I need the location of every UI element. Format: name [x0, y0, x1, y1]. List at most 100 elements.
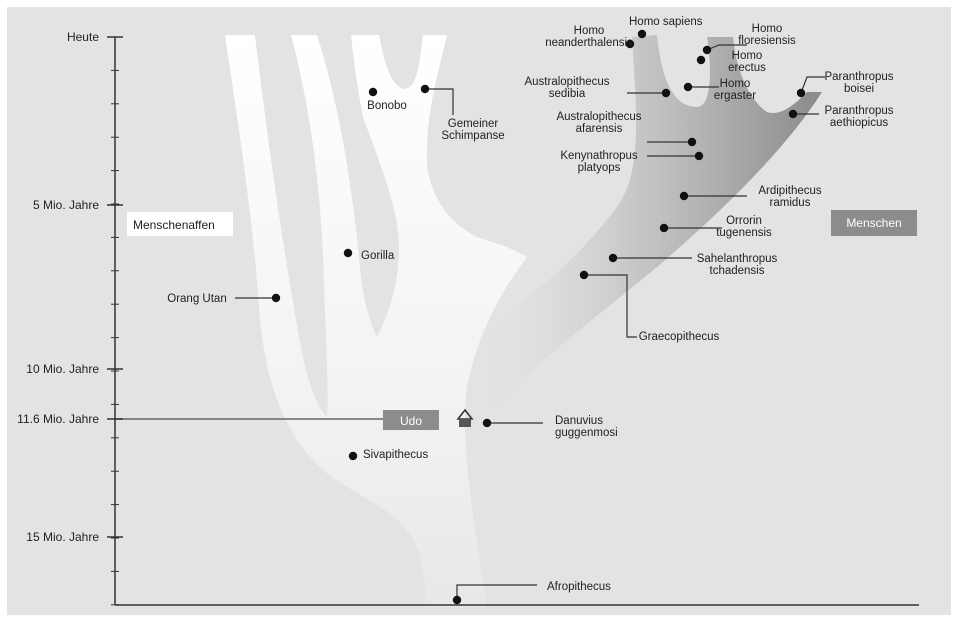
species-marker — [482, 418, 492, 428]
species-marker — [796, 88, 806, 98]
species-label: sedibia — [549, 88, 586, 100]
species-marker — [637, 29, 647, 39]
species-label: Ardipithecus — [758, 185, 822, 197]
species-bonobo: Bonobo — [367, 87, 407, 112]
species-label: ramidus — [770, 197, 811, 209]
leader-line — [584, 274, 637, 338]
species-marker — [348, 451, 358, 461]
leader-line — [456, 584, 537, 600]
species-label: boisei — [844, 83, 874, 95]
species-marker — [694, 151, 704, 161]
species-layer: Homo sapiensHomoneanderthalensisHomoflor… — [167, 16, 894, 605]
species-marker — [788, 109, 798, 119]
species-marker — [696, 55, 706, 65]
species-label: ergaster — [714, 90, 756, 102]
species-label: erectus — [728, 62, 766, 74]
species-label: Sivapithecus — [363, 449, 428, 461]
menschenaffen-label-bg — [127, 212, 233, 236]
species-marker — [679, 191, 689, 201]
human-lineage-branch — [475, 35, 822, 427]
species-marker — [452, 595, 462, 605]
species-marker — [608, 253, 618, 263]
menschen-label-box — [831, 210, 917, 236]
tick-label: 10 Mio. Jahre — [26, 362, 99, 376]
species-label: Australopithecus — [556, 111, 641, 123]
species-label: Kenynathropus — [560, 150, 638, 162]
species-label: tugenensis — [716, 227, 772, 239]
species-label: neanderthalensis — [545, 37, 633, 49]
species-label: Schimpanse — [441, 130, 504, 142]
udo-label: Udo — [400, 414, 422, 428]
species-marker — [343, 248, 353, 258]
species-label: platyops — [578, 162, 621, 174]
species-sivapithecus: Sivapithecus — [348, 449, 428, 461]
species-marker — [271, 293, 281, 303]
species-label: Homo — [732, 50, 763, 62]
species-afropithecus: Afropithecus — [452, 581, 611, 605]
species-homo-sapiens: Homo sapiens — [629, 16, 703, 39]
species-orang-utan: Orang Utan — [167, 293, 281, 305]
species-label: Gemeiner — [448, 118, 499, 130]
species-marker — [579, 270, 589, 280]
species-label: Homo — [574, 25, 605, 37]
home-icon — [456, 408, 474, 427]
species-marker — [420, 84, 430, 94]
species-label: Danuvius — [555, 415, 603, 427]
species-label: aethiopicus — [830, 117, 888, 129]
leader-line — [706, 44, 747, 51]
species-label: floresiensis — [738, 35, 796, 47]
species-marker — [702, 45, 712, 55]
species-marker — [687, 137, 697, 147]
species-label: Sahelanthropus — [697, 253, 778, 265]
menschenaffen-label: Menschenaffen — [133, 218, 215, 232]
tick-label: 15 Mio. Jahre — [26, 530, 99, 544]
species-label: tchadensis — [710, 265, 765, 277]
udo-label-box — [383, 410, 439, 430]
species-marker — [661, 88, 671, 98]
menschen-label: Menschen — [846, 216, 901, 230]
species-marker — [659, 223, 669, 233]
ape-lineage-branches — [225, 35, 527, 607]
minor-ticks — [111, 36, 119, 606]
major-ticks: Heute 5 Mio. Jahre 10 Mio. Jahre 11.6 Mio. … — [17, 30, 123, 544]
phylogeny-diagram: Heute 5 Mio. Jahre 10 Mio. Jahre 11.6 Mio. … — [7, 7, 951, 615]
species-label: Afropithecus — [547, 581, 611, 593]
tick-label: Heute — [67, 30, 99, 44]
species-label: Paranthropus — [824, 105, 893, 117]
species-label: Paranthropus — [824, 71, 893, 83]
diagram-canvas: Heute 5 Mio. Jahre 10 Mio. Jahre 11.6 Mio. … — [17, 16, 919, 607]
species-label: Orang Utan — [167, 293, 226, 305]
ape-branch-gap-1 — [255, 35, 328, 417]
species-label: Homo — [720, 78, 751, 90]
leader-line — [425, 88, 454, 115]
species-label: Gorilla — [361, 250, 395, 262]
species-label: Graecopithecus — [639, 331, 720, 343]
species-graecopithecus: Graecopithecus — [579, 270, 720, 343]
species-label: afarensis — [576, 123, 623, 135]
species-label: Homo sapiens — [629, 16, 703, 28]
species-label: Orrorin — [726, 215, 762, 227]
ape-branch-gap-2 — [317, 35, 399, 337]
species-label: Homo — [752, 23, 783, 35]
tick-label: 5 Mio. Jahre — [33, 198, 99, 212]
species-label: guggenmosi — [555, 427, 618, 439]
species-label: Australopithecus — [524, 76, 609, 88]
species-gorilla: Gorilla — [343, 248, 395, 262]
tick-label: 11.6 Mio. Jahre — [17, 412, 99, 426]
leader-line — [800, 76, 825, 94]
species-marker — [683, 82, 693, 92]
